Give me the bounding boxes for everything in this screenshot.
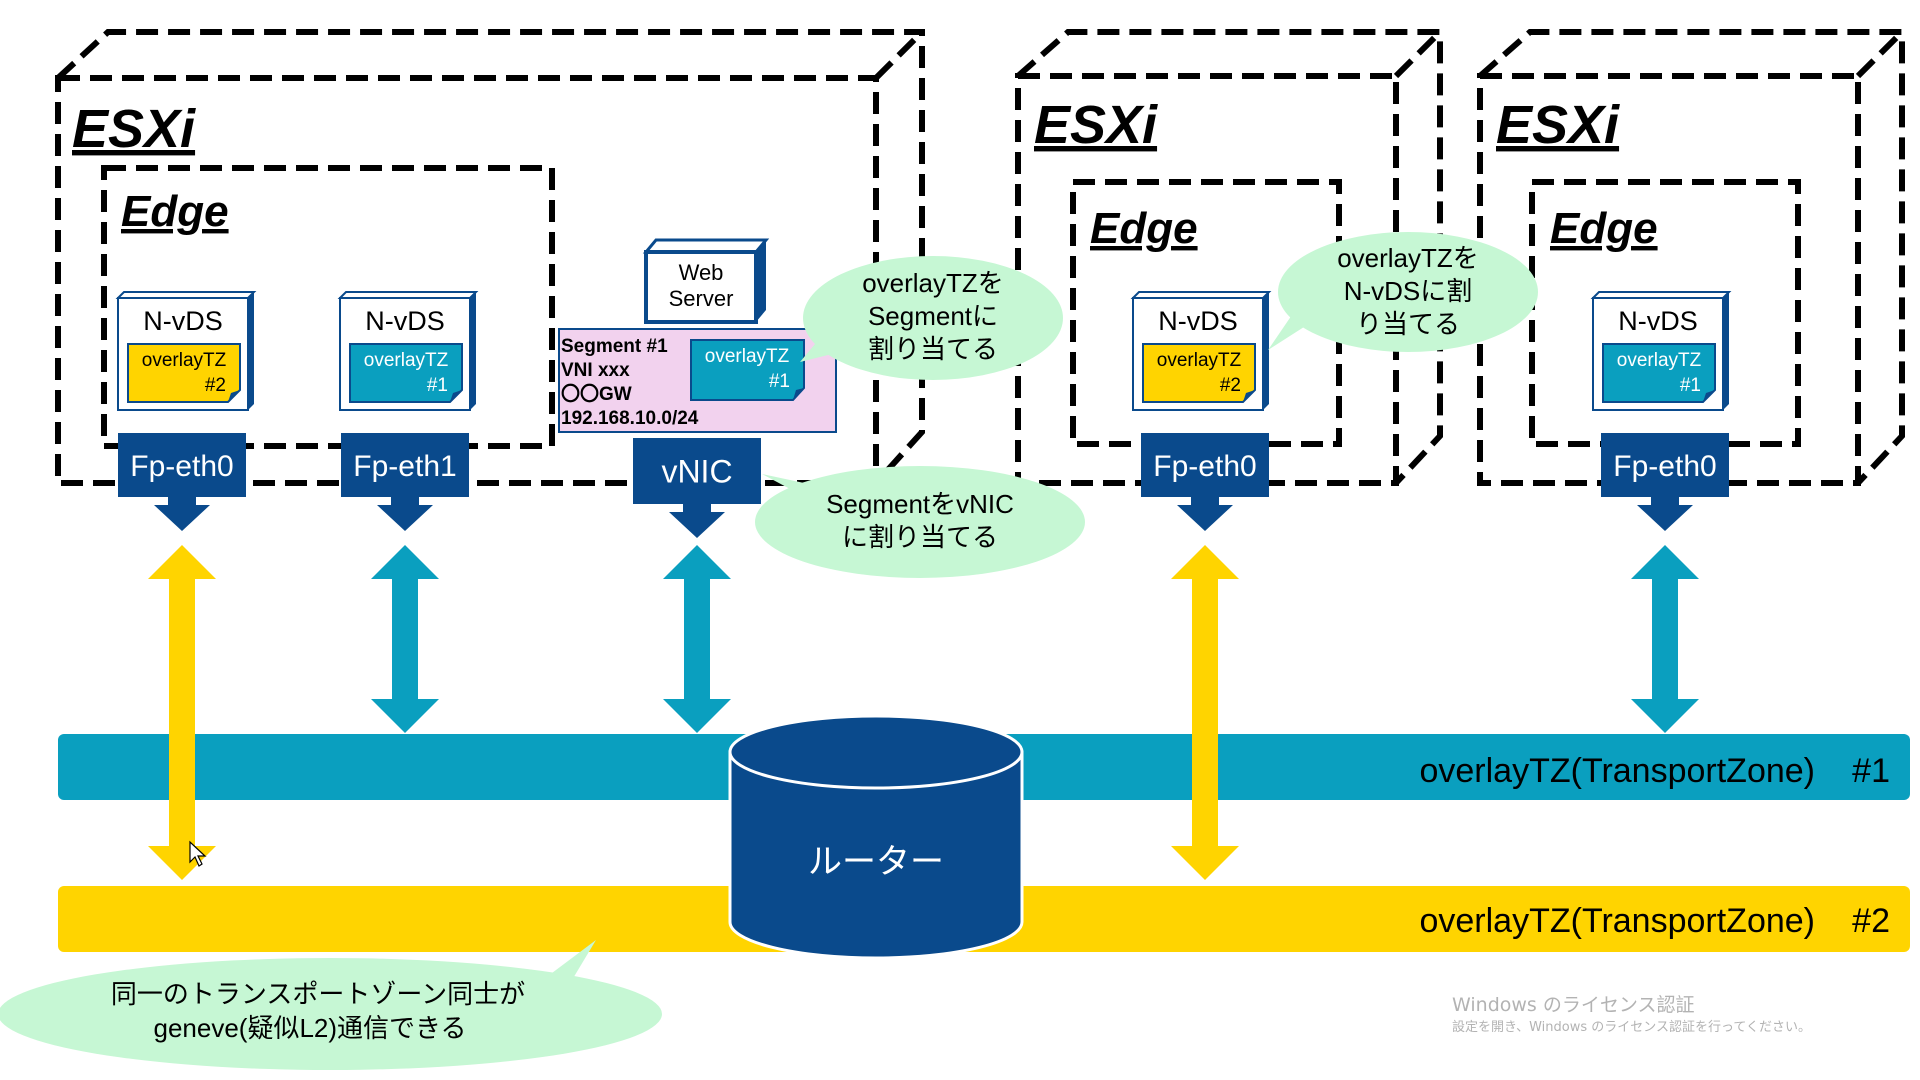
nvds-tz-line2: #1 [427, 375, 448, 396]
double-arrow-1 [148, 545, 216, 880]
edge-3-label: Edge [1550, 204, 1658, 253]
edge-1-box [101, 165, 555, 449]
nvds-4: N-vDS overlayTZ #1 [1590, 291, 1732, 411]
port-down-arrow [154, 497, 210, 531]
tz2-number: #2 [1852, 902, 1890, 940]
web-server-line1: Web [679, 260, 724, 285]
double-arrow-4 [1171, 545, 1239, 880]
esxi-1-label: ESXi [72, 99, 196, 159]
port-4: Fp-eth0 [1141, 433, 1269, 531]
web-server [642, 238, 770, 324]
nvds-title: N-vDS [143, 306, 223, 336]
callout-segment-vnic [755, 466, 1085, 578]
port-box [341, 433, 469, 497]
edge-2-label: Edge [1090, 204, 1198, 253]
nvds-tz-line1: overlayTZ [364, 350, 449, 371]
nvds-tz-line1: overlayTZ [1617, 350, 1702, 371]
callout-geneve-line2: geneve(疑似L2)通信できる [153, 1013, 466, 1043]
port-label: Fp-eth0 [1613, 450, 1716, 483]
esxi-3-label: ESXi [1496, 95, 1620, 155]
nvds-tz-line2: #1 [1680, 375, 1701, 396]
activation-watermark-title: Windows のライセンス認証 [1452, 994, 1695, 1016]
nvds-title: N-vDS [365, 306, 445, 336]
nvds-2: N-vDS overlayTZ #1 [337, 291, 479, 411]
connection-arrows [148, 545, 1699, 880]
nvds-title: N-vDS [1158, 306, 1238, 336]
tz2-label: overlayTZ(TransportZone) [1419, 902, 1815, 940]
port-label: Fp-eth1 [353, 450, 456, 483]
tz1-label: overlayTZ(TransportZone) [1419, 752, 1815, 790]
double-arrow-5 [1631, 545, 1699, 733]
callout-nvds-tz-line1: overlayTZを [1337, 243, 1479, 273]
nvds-title: N-vDS [1618, 306, 1698, 336]
segment-line3: 〇〇GW [561, 383, 632, 405]
callout-nvds-tz [1268, 232, 1538, 352]
port-label: vNIC [661, 454, 732, 490]
callout-nvds-tz-line3: り当てる [1356, 309, 1460, 339]
double-arrow-2 [371, 545, 439, 733]
segment-tz-tag [690, 339, 805, 401]
callout-segment-tz [800, 256, 1063, 380]
callout-segment-tz-line3: 割り当てる [868, 334, 998, 364]
tz1-number: #1 [1852, 752, 1890, 790]
nvds-tz-line1: overlayTZ [1157, 350, 1242, 371]
callout-segment-vnic-line2: に割り当てる [842, 522, 998, 552]
segment-line2: VNI xxx [561, 360, 630, 381]
callout-segment-vnic-line1: SegmentをvNIC [826, 489, 1014, 519]
double-arrow-3 [663, 545, 731, 733]
activation-watermark-text: 設定を開き、Windows のライセンス認証を行ってください。 [1452, 1020, 1811, 1035]
segment-tz-line1: overlayTZ [705, 346, 790, 367]
segment-line1: Segment #1 [561, 336, 668, 357]
segment-line4: 192.168.10.0/24 [561, 408, 699, 429]
port-5: Fp-eth0 [1601, 433, 1729, 531]
callout-segment-tz-line2: Segmentに [868, 301, 998, 331]
nvds-tz-line2: #2 [1220, 375, 1241, 396]
nvds-tz-line2: #2 [205, 375, 226, 396]
router-label: ルーター [808, 843, 944, 881]
segment-tz-line2: #1 [769, 371, 790, 392]
web-server-line2: Server [669, 286, 734, 311]
callout-nvds-tz-line2: N-vDSに割 [1344, 276, 1473, 306]
port-down-arrow [1637, 497, 1693, 531]
port-down-arrow [377, 497, 433, 531]
ports: Fp-eth0 Fp-eth1 vNIC Fp-eth0 Fp-eth0 [118, 433, 1729, 538]
esxi-2-label: ESXi [1034, 95, 1158, 155]
port-2: Fp-eth1 [341, 433, 469, 531]
edge-1-label: Edge [121, 187, 229, 236]
callout-geneve-line1: 同一のトランスポートゾーン同士が [111, 979, 525, 1009]
port-1: Fp-eth0 [118, 433, 246, 531]
port-label: Fp-eth0 [130, 450, 233, 483]
port-label: Fp-eth0 [1153, 450, 1256, 483]
port-box [633, 438, 761, 504]
nvds-1: N-vDS overlayTZ #2 [115, 291, 257, 411]
callout-geneve [0, 940, 662, 1070]
mouse-cursor-icon [189, 840, 207, 867]
port-box [1141, 433, 1269, 497]
nvds-switches: N-vDS overlayTZ #2 N-vDS overlayTZ #1 N-vDS ove… [115, 291, 1732, 411]
router [728, 714, 1024, 960]
port-down-arrow [669, 504, 725, 538]
port-3: vNIC [633, 438, 761, 538]
port-box [118, 433, 246, 497]
port-down-arrow [1177, 497, 1233, 531]
nvds-3: N-vDS overlayTZ #2 [1130, 291, 1272, 411]
nvds-tz-line1: overlayTZ [142, 350, 227, 371]
callout-segment-tz-line1: overlayTZを [862, 268, 1004, 298]
port-box [1601, 433, 1729, 497]
